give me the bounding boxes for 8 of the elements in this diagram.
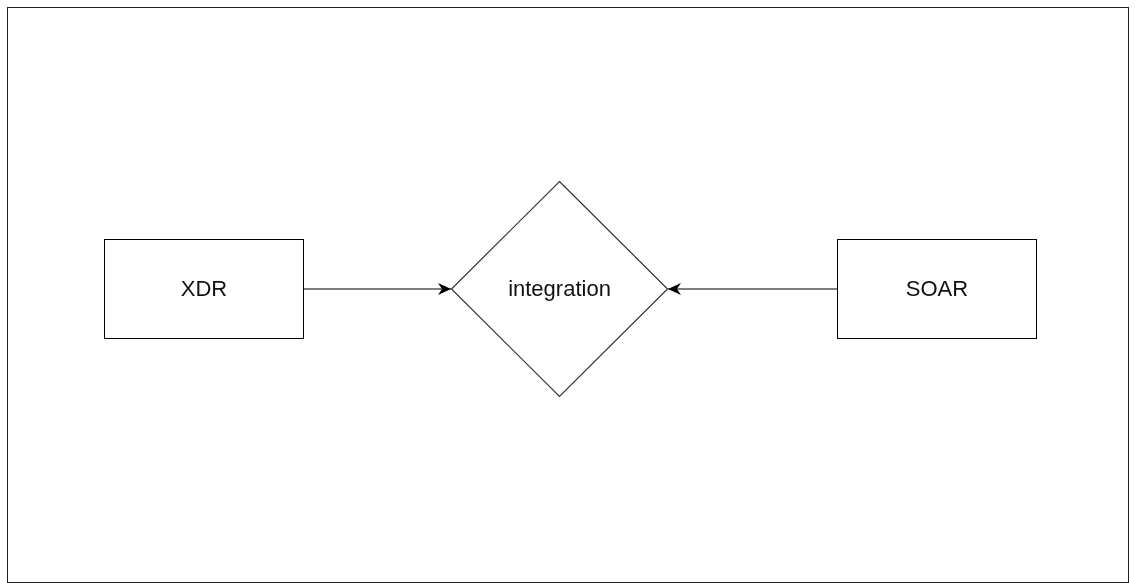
arrow (303, 283, 452, 295)
decision-diamond (451, 181, 668, 397)
process-box (837, 239, 1037, 339)
node-label: SOAR (905, 276, 969, 302)
node-label: XDR (180, 276, 228, 302)
node-label: integration (508, 276, 611, 302)
arrow (667, 283, 838, 295)
process-box (104, 239, 304, 339)
